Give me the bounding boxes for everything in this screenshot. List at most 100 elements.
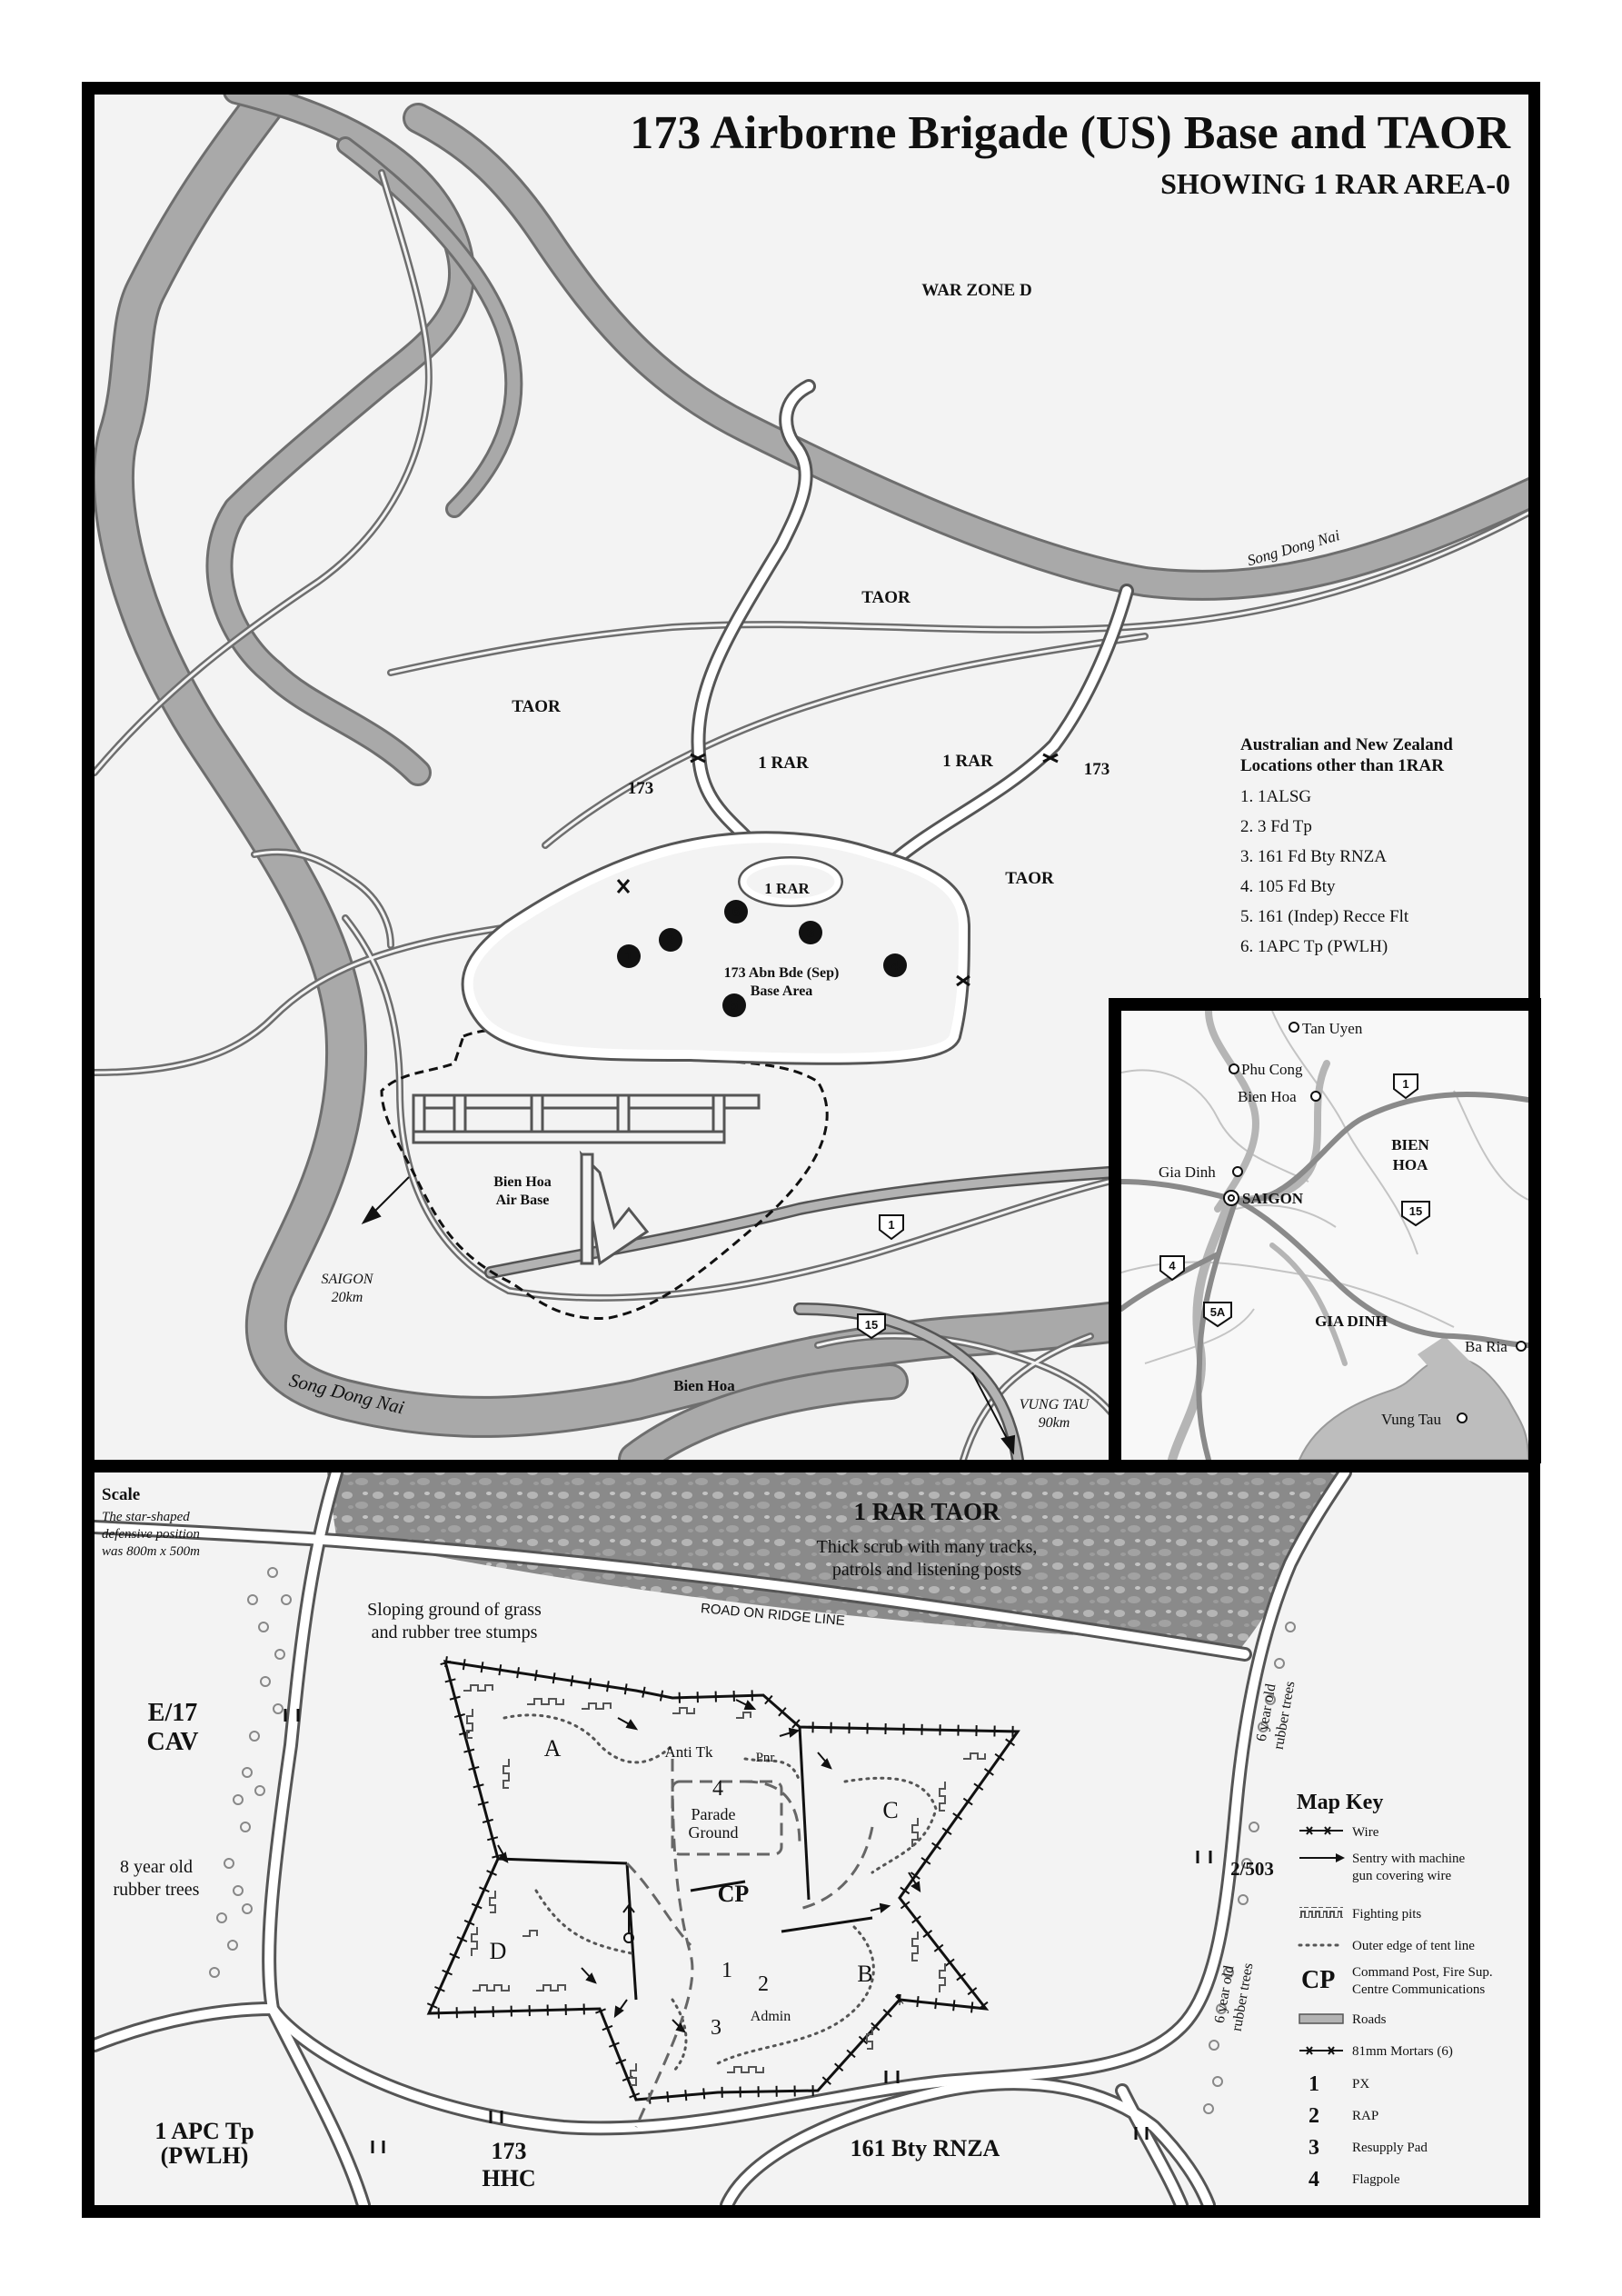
inset-route-15: 15 xyxy=(1401,1201,1430,1227)
company-c: C xyxy=(882,1797,898,1823)
label-1rar-taor: 1 RAR TAOR xyxy=(853,1498,1000,1525)
label-apc-line1: 1 APC Tp xyxy=(154,2118,254,2144)
bottom-roads xyxy=(95,1472,1352,2205)
inset-phu-cong: Phu Cong xyxy=(1241,1061,1303,1078)
inset-vung-tau: Vung Tau xyxy=(1381,1411,1441,1428)
legend-item: 2. 3 Fd Tp xyxy=(1240,817,1312,836)
route-15-shield: 15 xyxy=(857,1313,886,1340)
svg-text:1: 1 xyxy=(1402,1077,1408,1091)
key-n4: 4 xyxy=(1309,2168,1319,2191)
runways xyxy=(412,1093,761,1266)
label-air-base-line2: Air Base xyxy=(496,1193,550,1208)
company-d: D xyxy=(490,1938,507,1964)
map-subtitle: SHOWING 1 RAR AREA-0 xyxy=(1160,167,1510,200)
legend-item: 6. 1APC Tp (PWLH) xyxy=(1240,937,1388,956)
inset-gia-dinh: Gia Dinh xyxy=(1159,1163,1216,1181)
label-num-1: 1 xyxy=(721,1959,732,1982)
legend-item: 3. 161 Fd Bty RNZA xyxy=(1240,847,1387,866)
location-markers: 1 2 3 4 5 6 xyxy=(617,900,907,1017)
label-cp: CP xyxy=(718,1881,750,1907)
svg-text:4: 4 xyxy=(1169,1259,1176,1273)
route-1-shield: 1 xyxy=(879,1214,904,1241)
company-b: B xyxy=(857,1961,872,1987)
marker-5: 5 xyxy=(722,993,746,1017)
label-taor-desc-line2: patrols and listening posts xyxy=(832,1560,1022,1580)
road-gates xyxy=(284,1709,1212,2153)
key-flagpole: Flagpole xyxy=(1352,2172,1400,2187)
checkpoints xyxy=(616,753,1059,987)
label-apc-line2: (PWLH) xyxy=(161,2142,249,2169)
inset-route-5a: 5A xyxy=(1203,1302,1232,1328)
svg-text:1: 1 xyxy=(625,949,632,964)
svg-text:5: 5 xyxy=(731,998,738,1013)
label-air-base-line1: Bien Hoa xyxy=(493,1174,552,1190)
vung-tau-arrow xyxy=(971,1372,1016,1455)
inset-prov-gia-dinh: GIA DINH xyxy=(1315,1313,1388,1330)
label-rubber8-line2: rubber trees xyxy=(114,1880,200,1900)
key-cp-symbol: CP xyxy=(1301,1966,1335,1994)
inset-bien-hoa: Bien Hoa xyxy=(1238,1088,1297,1105)
river-song-dong-nai xyxy=(95,95,1528,1460)
label-taor-east: TAOR xyxy=(1005,869,1054,888)
svg-text:3: 3 xyxy=(807,925,814,941)
label-saigon-line1: SAIGON xyxy=(322,1272,374,1287)
label-anti-tk: Anti Tk xyxy=(664,1743,713,1761)
label-hhc-line1: 173 xyxy=(492,2138,527,2164)
inset-prov-bien-hoa-1: BIEN xyxy=(1391,1136,1429,1153)
label-pnr: Pnr xyxy=(756,1751,775,1765)
inset-saigon: SAIGON xyxy=(1242,1190,1304,1207)
label-parade-line2: Ground xyxy=(689,1823,739,1842)
wire-perimeter xyxy=(426,1660,1020,2101)
label-taor-desc-line1: Thick scrub with many tracks, xyxy=(817,1537,1038,1557)
label-saigon-line2: 20km xyxy=(332,1290,363,1305)
top-map: 1 15 1 2 3 4 5 6 173 Airborne Brigade (U… xyxy=(95,95,1528,1460)
saigon-arrow xyxy=(361,1176,410,1224)
label-1rar-center: 1 RAR xyxy=(764,880,810,897)
label-1rar-west: 1 RAR xyxy=(758,754,809,773)
key-title: Map Key xyxy=(1297,1791,1383,1814)
label-war-zone-d: WAR ZONE D xyxy=(921,281,1031,300)
inset-tan-uyen: Tan Uyen xyxy=(1302,1020,1363,1037)
streams xyxy=(95,169,1528,1460)
inset-route-4: 4 xyxy=(1159,1255,1185,1282)
inset-route-1: 1 xyxy=(1393,1073,1418,1100)
key-pits: Fighting pits xyxy=(1352,1907,1421,1922)
key-px: PX xyxy=(1352,2077,1369,2091)
label-taor-west: TAOR xyxy=(512,697,561,716)
key-tent: Outer edge of tent line xyxy=(1352,1939,1475,1953)
svg-text:6: 6 xyxy=(732,904,740,920)
label-scale-line1: The star-shaped xyxy=(102,1510,190,1524)
label-parade-line1: Parade xyxy=(692,1805,736,1823)
locations-legend: Australian and New Zealand Locations oth… xyxy=(1240,735,1453,956)
key-sentry-2: gun covering wire xyxy=(1352,1869,1451,1883)
bottom-map: A B C D Anti Tk Pnr 4 Parade Ground CP 1… xyxy=(95,1472,1528,2205)
label-base-line1: 173 Abn Bde (Sep) xyxy=(724,965,840,981)
label-scale-line3: was 800m x 500m xyxy=(102,1544,200,1559)
label-base-line2: Base Area xyxy=(751,983,813,999)
label-2-503: 2/503 xyxy=(1230,1858,1274,1880)
marker-3: 3 xyxy=(799,921,822,944)
svg-text:5A: 5A xyxy=(1210,1305,1226,1319)
key-wire: Wire xyxy=(1352,1825,1379,1840)
legend-heading-line2: Locations other than 1RAR xyxy=(1240,756,1444,775)
route-1-label: 1 xyxy=(888,1218,894,1232)
key-n1: 1 xyxy=(1309,2072,1319,2096)
label-vung-tau-line2: 90km xyxy=(1039,1415,1070,1431)
scrub-area xyxy=(327,1472,1336,1654)
label-sloping-line2: and rubber tree stumps xyxy=(372,1622,538,1642)
legend-item: 4. 105 Fd Bty xyxy=(1240,877,1336,896)
inset-prov-bien-hoa-2: HOA xyxy=(1393,1156,1428,1173)
label-173-west: 173 xyxy=(628,779,654,798)
route-15-label: 15 xyxy=(865,1318,878,1332)
label-e17-line2: CAV xyxy=(146,1728,198,1756)
marker-4: 4 xyxy=(883,953,907,977)
defensive-position: A B C D Anti Tk Pnr 4 Parade Ground CP 1… xyxy=(420,1654,1029,2128)
label-taor-north: TAOR xyxy=(861,588,911,607)
company-a: A xyxy=(544,1735,562,1762)
key-resupply: Resupply Pad xyxy=(1352,2141,1428,2155)
label-hhc-line2: HHC xyxy=(482,2165,535,2191)
svg-text:4: 4 xyxy=(891,958,900,973)
label-1rar-east: 1 RAR xyxy=(942,752,993,771)
label-bien-hoa-town: Bien Hoa xyxy=(673,1377,735,1394)
